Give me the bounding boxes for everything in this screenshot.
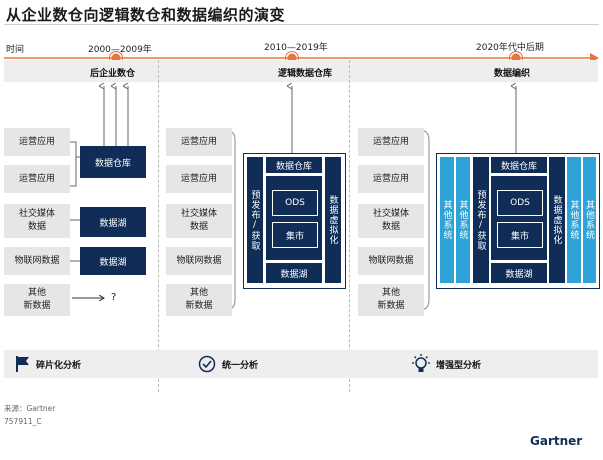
- other-system-bar-4: 其他系统: [583, 157, 596, 283]
- source-iot: 物联网数据: [358, 247, 424, 275]
- ldw-dw-box: 数据仓库: [266, 157, 322, 173]
- source-social: 社交媒体数据: [4, 204, 70, 238]
- source-ops-1: 运营应用: [358, 128, 424, 156]
- period-label-2: 2010—2019年: [264, 43, 328, 53]
- other-system-bar-3: 其他系统: [567, 157, 581, 283]
- column-divider-1: [158, 60, 159, 392]
- data-virtualization-bar: 数据虚拟化: [549, 157, 565, 283]
- staging-ingest-bar: 预发布/获取: [473, 157, 489, 283]
- ldw-ods-box: ODS: [272, 190, 318, 216]
- title-underline: [4, 24, 599, 25]
- source-social: 社交媒体数据: [166, 204, 232, 238]
- analysis-label-augmented: 增强型分析: [436, 361, 482, 371]
- other-system-bar-1: 其他系统: [440, 157, 454, 283]
- ldw-mart-box: 集市: [272, 222, 318, 248]
- source-other: 其他新数据: [4, 284, 70, 316]
- data-lake-box-1: 数据湖: [80, 207, 146, 237]
- analysis-label-unified: 统一分析: [222, 361, 259, 371]
- phase-label-2: 逻辑数据仓库: [278, 69, 333, 79]
- data-warehouse-box: 数据仓库: [80, 146, 146, 178]
- footer-id: 757911_C: [4, 417, 42, 426]
- fabric-lake-box: 数据湖: [491, 263, 547, 283]
- phase-label-1: 后企业数仓: [90, 69, 136, 79]
- fabric-ods-box: ODS: [497, 190, 543, 216]
- source-ops-1: 运营应用: [166, 128, 232, 156]
- data-lake-box-2: 数据湖: [80, 247, 146, 275]
- source-iot: 物联网数据: [4, 247, 70, 275]
- source-ops-2: 运营应用: [4, 165, 70, 193]
- flag-icon: [16, 356, 29, 372]
- source-other: 其他新数据: [358, 284, 424, 316]
- phase-label-3: 数据编织: [494, 69, 531, 79]
- fabric-mart-box: 集市: [497, 222, 543, 248]
- source-ops-2: 运营应用: [166, 165, 232, 193]
- data-virtualization-bar: 数据虚拟化: [325, 157, 341, 283]
- column-divider-2: [349, 60, 350, 392]
- ldw-lake-box: 数据湖: [266, 263, 322, 283]
- brand-logo: Gartner: [530, 434, 583, 448]
- footer-source: 来源：Gartner: [4, 404, 56, 413]
- analysis-band: [4, 350, 598, 378]
- phase-band: [4, 60, 598, 82]
- source-ops-1: 运营应用: [4, 128, 70, 156]
- other-system-bar-2: 其他系统: [456, 157, 470, 283]
- analysis-label-fragmented: 碎片化分析: [36, 361, 82, 371]
- period-label-3: 2020年代中后期: [476, 43, 544, 53]
- check-circle-icon: [198, 355, 216, 373]
- period-label-1: 2000—2009年: [88, 45, 152, 55]
- lightbulb-icon: [412, 354, 430, 372]
- fabric-dw-box: 数据仓库: [491, 157, 547, 173]
- page-title: 从企业数仓向逻辑数仓和数据编织的演变: [6, 6, 286, 24]
- staging-ingest-bar: 预发布/获取: [247, 157, 263, 283]
- source-ops-2: 运营应用: [358, 165, 424, 193]
- source-other: 其他新数据: [166, 284, 232, 316]
- source-iot: 物联网数据: [166, 247, 232, 275]
- unknown-mark: ?: [111, 292, 117, 303]
- source-social: 社交媒体数据: [358, 204, 424, 238]
- timeline-axis-label: 时间: [6, 45, 25, 55]
